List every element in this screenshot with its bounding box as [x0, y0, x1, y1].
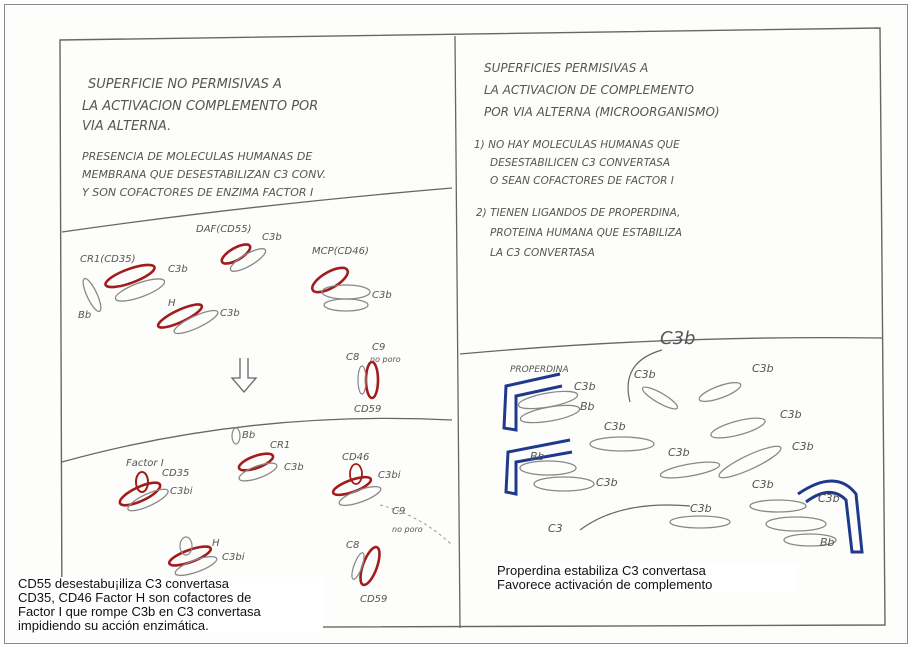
- label-c3b-h: C3b: [596, 476, 618, 489]
- label-cr1: CR1(CD35): [80, 254, 136, 265]
- right-title-group: SUPERFICIES PERMISIVAS A LA ACTIVACION D…: [484, 61, 720, 119]
- left-subtitle-line-2: MEMBRANA QUE DESESTABILIZAN C3 CONV.: [82, 168, 326, 181]
- label-c3b-4: C3b: [372, 290, 392, 301]
- label-h: H: [168, 298, 176, 309]
- right-point-1-line-2: DESESTABILICEN C3 CONVERTASA: [490, 157, 670, 169]
- label-bb-b: Bb: [530, 450, 545, 463]
- right-arrows: [579, 349, 691, 531]
- right-point-2-line-1: 2) TIENEN LIGANDOS DE PROPERDINA,: [476, 207, 680, 219]
- properdina-2: [504, 438, 573, 496]
- c3b-oval: [114, 278, 166, 302]
- left-title-group: SUPERFICIE NO PERMISIVAS A LA ACTIVACION…: [82, 77, 318, 134]
- label-cr1-2: CR1: [270, 440, 290, 451]
- label-c3b-b: C3b: [634, 368, 656, 381]
- label-c3: C3: [548, 522, 563, 535]
- label-c3b-f: C3b: [668, 446, 690, 459]
- cr1-molecule: [104, 263, 156, 289]
- right-point-2-line-3: LA C3 CONVERTASA: [490, 247, 595, 259]
- label-factor-i: Factor I: [126, 458, 164, 469]
- label-c3b-big: C3b: [660, 328, 695, 349]
- h-bottom: [167, 545, 213, 567]
- properdina-3: [797, 479, 864, 554]
- label-cd46: CD46: [342, 452, 369, 463]
- label-cd35: CD35: [162, 468, 189, 479]
- label-c3b-2: C3b: [262, 232, 282, 243]
- label-c3bi-1: C3bi: [170, 486, 193, 497]
- label-bb-c: Bb: [820, 536, 835, 549]
- right-title-line-3: POR VIA ALTERNA (MICROORGANISMO): [484, 105, 720, 119]
- label-cd59-2: CD59: [360, 594, 387, 605]
- properdina-shapes: [502, 372, 864, 554]
- cd59-bottom: [359, 545, 381, 587]
- left-membrane-mid: [61, 417, 453, 463]
- label-c3b-3: C3b: [220, 308, 240, 319]
- right-title-line-1: SUPERFICIES PERMISIVAS A: [484, 61, 648, 75]
- label-h-2: H: [212, 538, 220, 549]
- label-c3bi-2: C3bi: [378, 470, 401, 481]
- label-c3b-g: C3b: [792, 440, 814, 453]
- label-c3b-d: C3b: [604, 420, 626, 433]
- left-bottom-labels: Factor I CD35 C3bi Bb CR1 C3b CD46 C3bi …: [126, 430, 423, 605]
- right-point-1-line-1: 1) NO HAY MOLECULAS HUMANAS QUE: [474, 139, 680, 151]
- left-title-line-2: LA ACTIVACION COMPLEMENTO POR: [82, 99, 318, 114]
- panel-divider: [454, 35, 461, 629]
- right-point-2-line-2: PROTEINA HUMANA QUE ESTABILIZA: [490, 227, 682, 239]
- label-c3bi-3: C3bi: [222, 552, 245, 563]
- left-top-labels: CR1(CD35) C3b DAF(CD55) C3b Bb H C3b MCP…: [78, 224, 401, 415]
- left-subtitle-group: PRESENCIA DE MOLECULAS HUMANAS DE MEMBRA…: [82, 150, 326, 199]
- label-cd59: CD59: [354, 404, 381, 415]
- right-molecules: [517, 381, 837, 547]
- label-c8-2: C8: [346, 540, 359, 551]
- label-c3b-5: C3b: [284, 462, 304, 473]
- left-subtitle-line-1: PRESENCIA DE MOLECULAS HUMANAS DE: [82, 150, 312, 163]
- label-c3b-i: C3b: [752, 478, 774, 491]
- label-c3b-k: C3b: [818, 492, 840, 505]
- right-point-1-line-3: O SEAN COFACTORES DE FACTOR I: [490, 175, 674, 187]
- right-labels: C3b PROPERDINA C3b C3b Bb C3b C3b C3b C3…: [510, 328, 840, 549]
- right-membrane: [459, 336, 883, 355]
- label-c3b-j: C3b: [690, 502, 712, 515]
- right-title-line-2: LA ACTIVACION DE COMPLEMENTO: [484, 83, 694, 97]
- caption-left: CD55 desestabu¡iliza C3 convertasa CD35,…: [18, 577, 323, 633]
- properdina-1: [502, 372, 563, 432]
- left-subtitle-line-3: Y SON COFACTORES DE ENZIMA FACTOR I: [82, 186, 313, 199]
- left-top-molecules: [82, 243, 380, 400]
- label-c3b-e: C3b: [780, 408, 802, 421]
- cd59-molecule: [364, 360, 380, 400]
- caption-right: Properdina estabiliza C3 convertasa Favo…: [497, 564, 797, 592]
- label-c3b-a: C3b: [574, 380, 596, 393]
- label-c8: C8: [346, 352, 359, 363]
- right-points-group: 1) NO HAY MOLECULAS HUMANAS QUE DESESTAB…: [474, 139, 682, 259]
- label-bb-a: Bb: [580, 400, 595, 413]
- left-bottom-molecules: [118, 427, 382, 587]
- left-membrane-top: [61, 187, 453, 233]
- left-title-line-3: VIA ALTERNA.: [82, 119, 171, 134]
- label-bb: Bb: [78, 310, 91, 321]
- down-arrow: [230, 358, 258, 393]
- label-c3b-1: C3b: [168, 264, 188, 275]
- left-membrane-low: [379, 504, 453, 546]
- factor-i-complex: [118, 481, 162, 507]
- bb-oval: [82, 277, 102, 313]
- label-mcp: MCP(CD46): [312, 246, 369, 257]
- label-c9-2: C9: [392, 506, 405, 517]
- label-no-poro: no poro: [370, 355, 401, 364]
- left-title-line-1: SUPERFICIE NO PERMISIVAS A: [88, 77, 282, 92]
- cd46-bottom: [331, 475, 373, 497]
- label-properdina: PROPERDINA: [510, 365, 569, 375]
- paper-outline: [59, 27, 886, 629]
- label-daf: DAF(CD55): [196, 224, 252, 235]
- h-molecule: [156, 303, 204, 329]
- label-no-poro-2: no poro: [392, 525, 423, 534]
- label-c9: C9: [372, 342, 385, 353]
- label-bb-2: Bb: [242, 430, 255, 441]
- label-c3b-c: C3b: [752, 362, 774, 375]
- cr1-bottom: [237, 452, 275, 472]
- mcp-molecule: [310, 266, 350, 294]
